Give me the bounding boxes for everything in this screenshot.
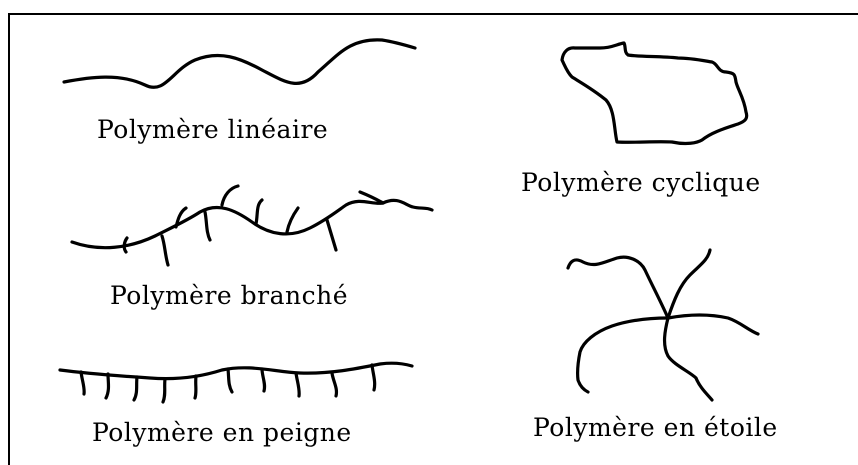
label-cyclic-polymer: Polymère cyclique bbox=[521, 168, 761, 197]
branched-polymer-chain bbox=[72, 186, 432, 265]
linear-polymer-chain bbox=[64, 40, 415, 87]
cyclic-polymer-ring bbox=[562, 43, 747, 143]
label-comb-polymer: Polymère en peigne bbox=[92, 418, 352, 447]
comb-polymer-chain bbox=[60, 363, 412, 402]
label-branched-polymer: Polymère branché bbox=[110, 281, 348, 310]
star-polymer-arms bbox=[568, 250, 758, 400]
label-linear-polymer: Polymère linéaire bbox=[97, 115, 328, 144]
label-star-polymer: Polymère en étoile bbox=[533, 413, 778, 442]
